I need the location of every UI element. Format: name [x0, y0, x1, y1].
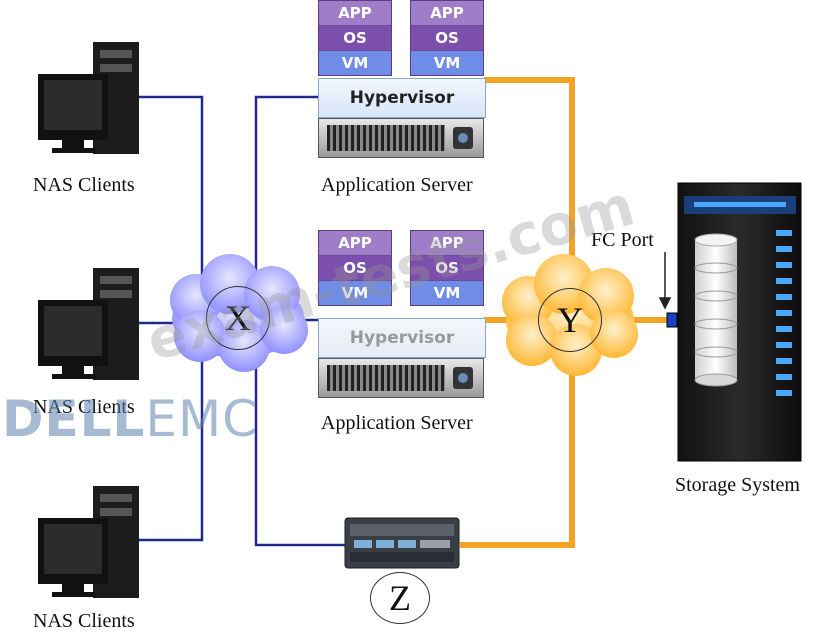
hypervisor-label: Hypervisor [318, 78, 486, 118]
storage-system-rack [677, 182, 802, 462]
vm-label: VM [411, 51, 483, 75]
app-label: APP [411, 1, 483, 26]
os-label: OS [411, 256, 483, 281]
nas-client-3 [38, 486, 139, 598]
app-label: APP [319, 1, 391, 26]
server-vent [327, 125, 445, 151]
fc-port-arrow [658, 252, 672, 310]
node-y-label: Y [538, 288, 602, 352]
nas-client-1 [38, 42, 139, 154]
vm-label: VM [319, 281, 391, 305]
disk-stack [694, 233, 738, 387]
server-chassis [318, 118, 484, 158]
vm-stack-1b: APP OS VM [410, 0, 484, 76]
os-label: OS [319, 26, 391, 51]
app-label: APP [411, 231, 483, 256]
link-x-z [254, 345, 345, 547]
nas-clients-label-2: NAS Clients [33, 396, 135, 418]
node-x-label: X [206, 286, 270, 350]
application-server-2: APP OS VM APP OS VM Hypervisor [318, 230, 486, 400]
app-label: APP [319, 231, 391, 256]
server-drive-icon [453, 127, 473, 149]
vm-label: VM [411, 281, 483, 305]
ip-links [138, 95, 345, 547]
vm-label: VM [319, 51, 391, 75]
server-drive-icon [453, 367, 473, 389]
application-server-label-2: Application Server [321, 412, 473, 434]
server-vent [327, 365, 445, 391]
storage-system-label: Storage System [675, 474, 800, 496]
brand-watermark: DELLEMC [2, 390, 259, 448]
application-server-label-1: Application Server [321, 174, 473, 196]
os-label: OS [319, 256, 391, 281]
vm-stack-2b: APP OS VM [410, 230, 484, 306]
fc-port [666, 312, 678, 328]
fc-port-label: FC Port [591, 229, 654, 251]
vm-stack-2a: APP OS VM [318, 230, 392, 306]
link-x-appserver-1 [254, 95, 318, 300]
application-server-1: APP OS VM APP OS VM Hypervisor [318, 0, 486, 160]
link-nas-3 [138, 345, 204, 542]
vm-stack-1a: APP OS VM [318, 0, 392, 76]
nas-clients-label-1: NAS Clients [33, 174, 135, 196]
server-chassis [318, 358, 484, 398]
node-z-label: Z [370, 572, 430, 624]
os-label: OS [411, 26, 483, 51]
link-appserver-1-y [484, 77, 575, 282]
nas-clients-label-3: NAS Clients [33, 610, 135, 632]
fc-links [460, 77, 667, 548]
nas-client-2 [38, 268, 139, 380]
switch-device-z [344, 517, 460, 569]
hypervisor-label: Hypervisor [318, 318, 486, 358]
link-nas-1 [138, 95, 204, 305]
link-z-y [460, 360, 575, 548]
